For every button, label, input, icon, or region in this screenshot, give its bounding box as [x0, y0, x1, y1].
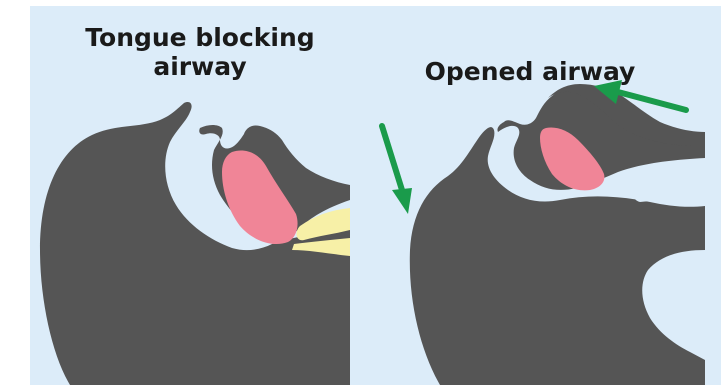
left-title-line1: Tongue blocking [55, 24, 345, 53]
left-title: Tongue blocking airway [55, 24, 345, 82]
right-title: Opened airway [400, 58, 660, 87]
left-title-line2: airway [55, 53, 345, 82]
